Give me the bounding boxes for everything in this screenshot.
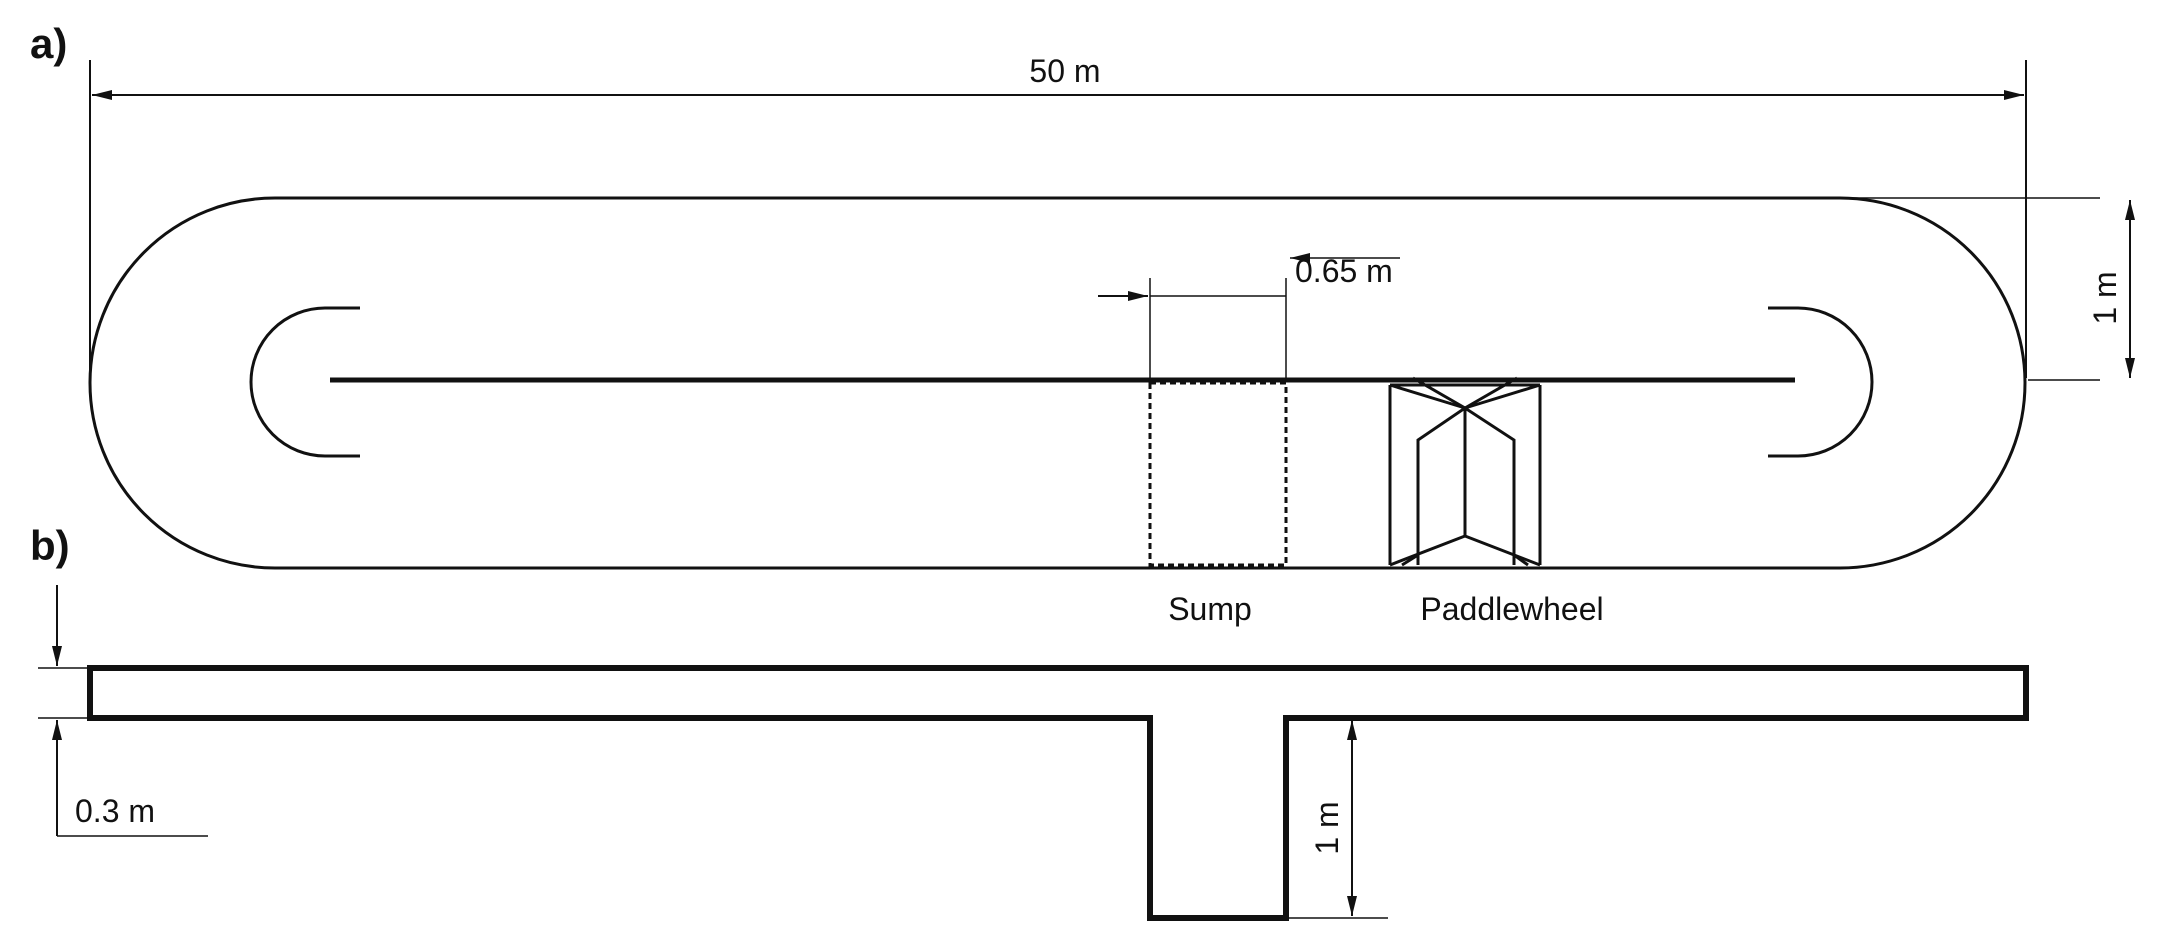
sump-label: Sump — [1168, 591, 1252, 627]
sump-depth-label: 1 m — [1309, 801, 1345, 854]
length-label: 50 m — [1029, 53, 1100, 89]
plan-view — [88, 60, 2135, 570]
sump-width-label: 0.65 m — [1295, 253, 1393, 289]
right-baffle — [1768, 306, 1874, 458]
paddlewheel-icon — [1388, 376, 1542, 567]
pond-cross-section — [87, 665, 2029, 921]
pond-outline — [88, 196, 2027, 570]
section-view — [38, 585, 2029, 921]
sump — [1148, 381, 1288, 567]
panel-a-label: a) — [30, 20, 67, 67]
width-label: 1 m — [2087, 271, 2123, 324]
depth-label: 0.3 m — [75, 793, 155, 829]
panel-b-label: b) — [30, 522, 70, 569]
paddlewheel-label: Paddlewheel — [1420, 591, 1603, 627]
left-baffle — [249, 306, 360, 458]
